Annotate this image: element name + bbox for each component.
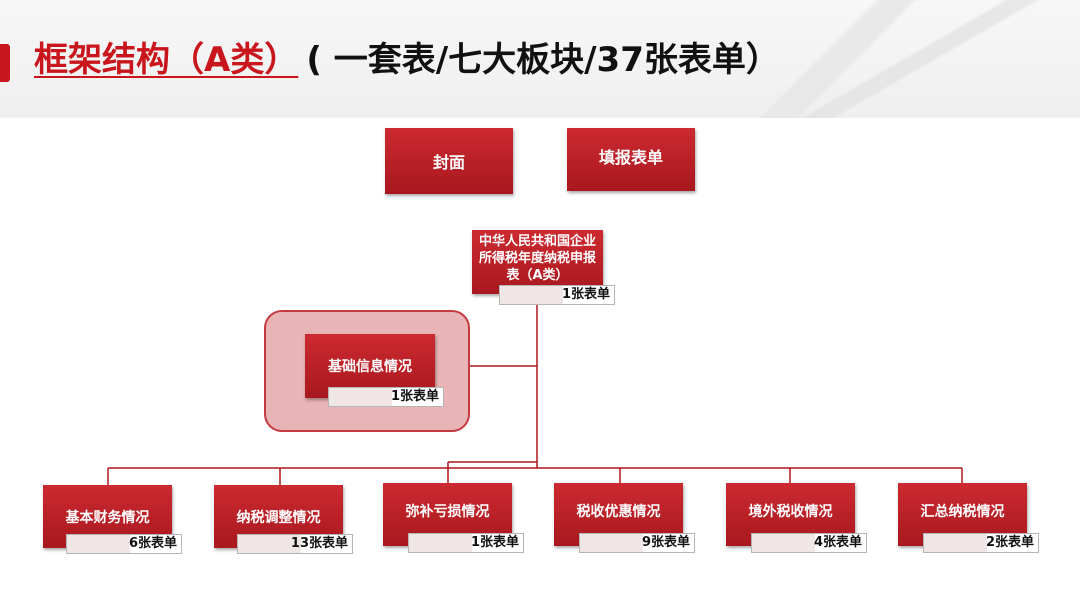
main-form-count: 1张表单 <box>499 285 615 305</box>
section-label: 汇总纳税情况 <box>920 504 1005 520</box>
section-label: 境外税收情况 <box>748 504 833 520</box>
cover-box[interactable]: 封面 <box>385 128 513 194</box>
section-label: 基本财务情况 <box>65 509 150 526</box>
section-count-1: 6张表单 <box>66 534 182 554</box>
basic-info-label: 基础信息情况 <box>328 359 412 375</box>
fill-form-box[interactable]: 填报表单 <box>567 128 695 191</box>
title-main: 框架结构（A类） <box>34 40 299 80</box>
header-band <box>0 0 1080 118</box>
page-title: 框架结构（A类）( 一套表/七大板块/37张表单） <box>34 34 780 86</box>
section-count-3: 1张表单 <box>408 533 524 553</box>
fill-form-label: 填报表单 <box>598 148 663 167</box>
section-label: 纳税调整情况 <box>236 509 321 526</box>
section-label: 税收优惠情况 <box>576 504 661 520</box>
section-label: 弥补亏损情况 <box>405 504 490 520</box>
cover-label: 封面 <box>432 153 465 172</box>
header-decoration <box>660 0 1080 118</box>
title-sub: ( 一套表/七大板块/37张表单） <box>306 40 780 80</box>
section-count-5: 4张表单 <box>751 533 867 553</box>
section-count-4: 9张表单 <box>579 533 695 553</box>
main-form-label: 中华人民共和国企业所得税年度纳税申报表（A类） <box>478 233 596 283</box>
section-count-2: 13张表单 <box>237 534 353 554</box>
title-accent-bar <box>0 44 10 82</box>
main-form-box[interactable]: 中华人民共和国企业所得税年度纳税申报表（A类） <box>472 230 603 294</box>
basic-info-count: 1张表单 <box>328 387 444 407</box>
basic-info-highlight <box>264 310 470 432</box>
section-count-6: 2张表单 <box>923 533 1039 553</box>
